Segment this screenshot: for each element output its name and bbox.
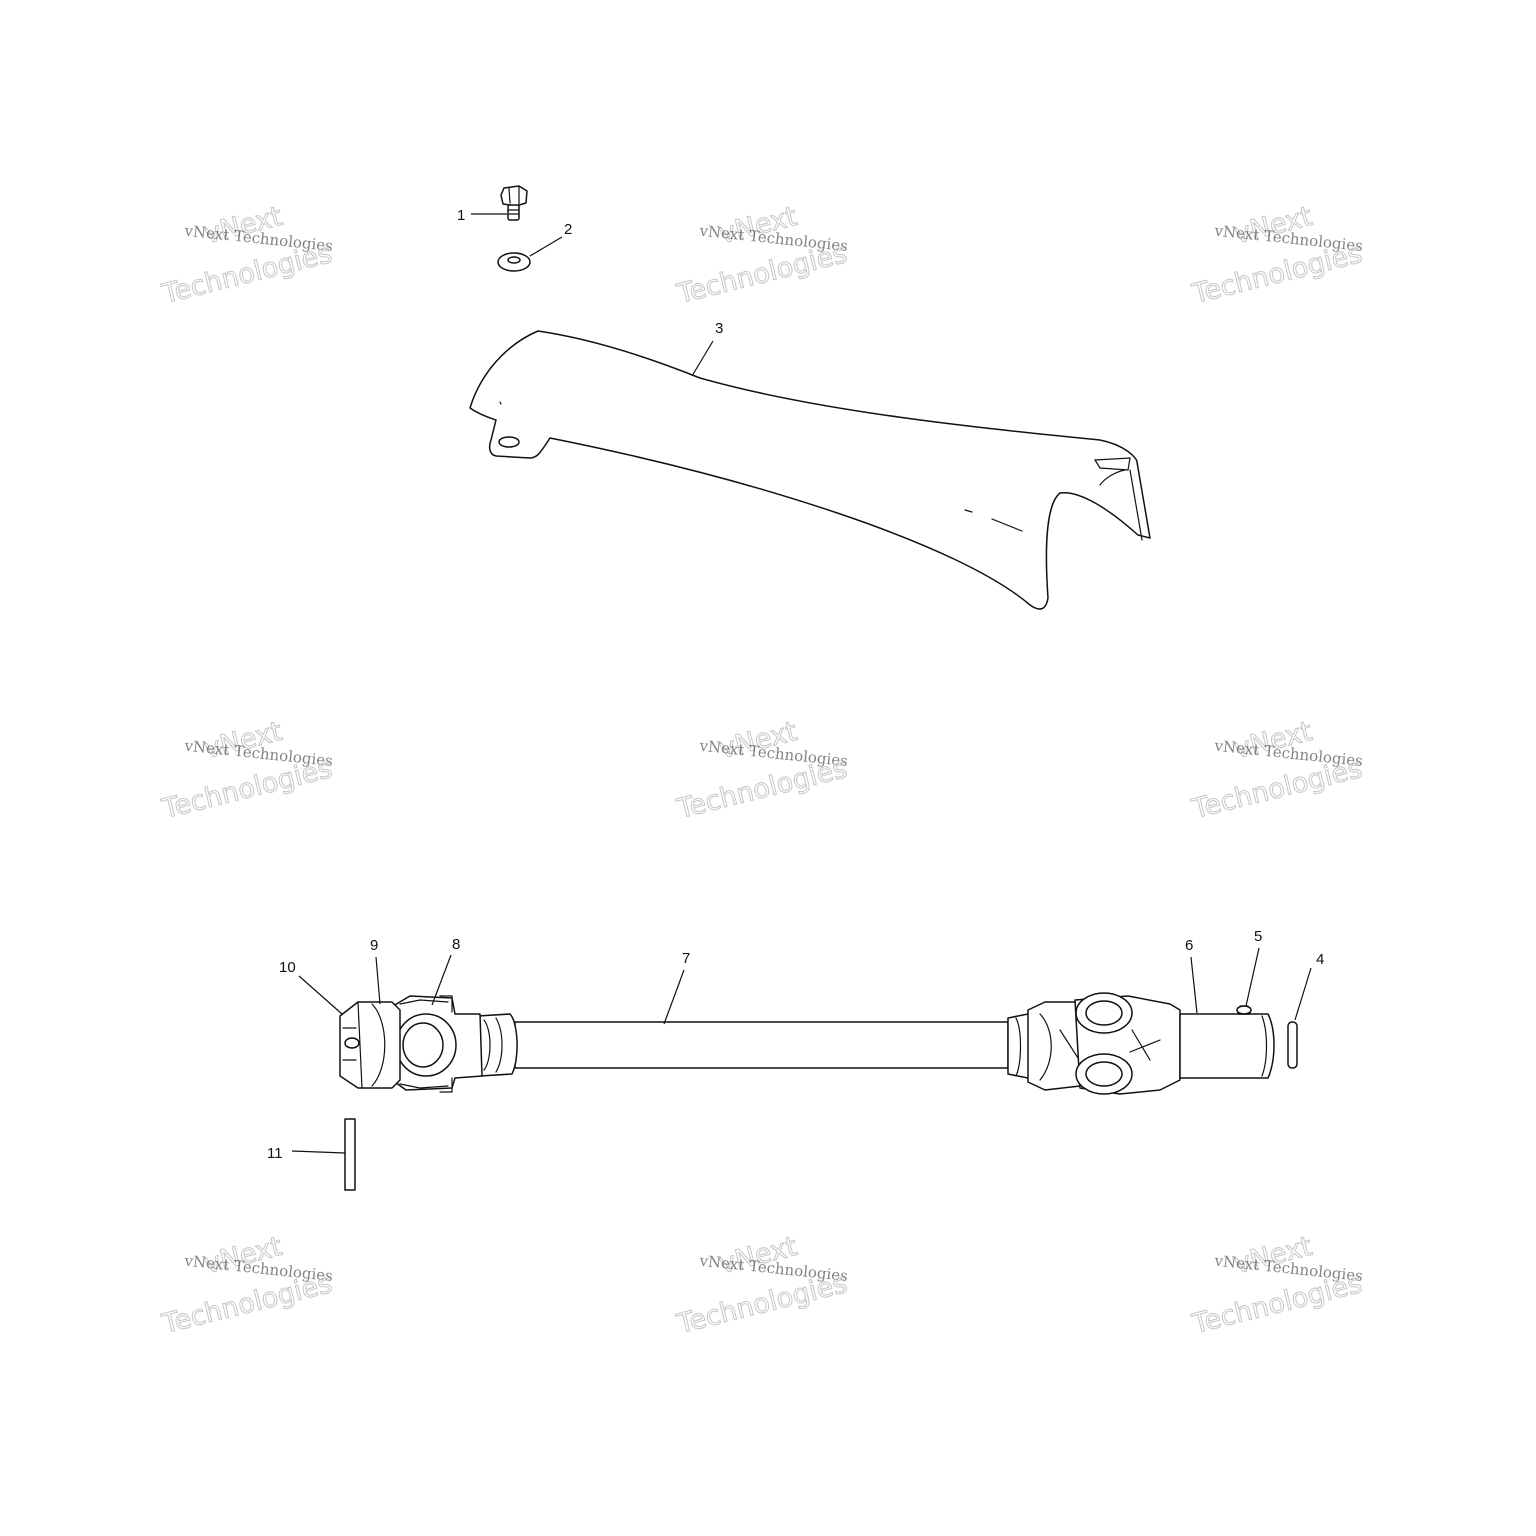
washer-part bbox=[497, 252, 531, 272]
callout-9: 9 bbox=[370, 937, 378, 954]
svg-text:Technologies: Technologies bbox=[158, 1268, 335, 1340]
watermark: vNext vNext Technologies Technologies bbox=[158, 1231, 336, 1341]
svg-text:Technologies: Technologies bbox=[673, 238, 850, 310]
watermark-grid: vNext vNext Technologies Technologies vN… bbox=[158, 201, 1366, 1341]
watermark: vNext vNext Technologies Technologies bbox=[158, 716, 336, 826]
callout-8: 8 bbox=[452, 936, 460, 953]
leader-6 bbox=[1190, 956, 1198, 1014]
watermark: vNext vNext Technologies Technologies bbox=[1188, 201, 1366, 311]
callout-2: 2 bbox=[564, 221, 572, 238]
svg-text:Technologies: Technologies bbox=[1188, 238, 1365, 310]
callout-4: 4 bbox=[1316, 951, 1324, 968]
svg-text:Technologies: Technologies bbox=[1188, 1268, 1365, 1340]
leader-10 bbox=[298, 975, 343, 1015]
leader-2 bbox=[529, 236, 563, 257]
svg-text:Technologies: Technologies bbox=[158, 238, 335, 310]
leader-5 bbox=[1245, 947, 1260, 1007]
watermark: vNext vNext Technologies Technologies bbox=[158, 201, 336, 311]
svg-text:Technologies: Technologies bbox=[158, 753, 335, 825]
leader-11 bbox=[291, 1150, 346, 1154]
watermark: vNext vNext Technologies Technologies bbox=[1188, 1231, 1366, 1341]
leader-4 bbox=[1294, 967, 1312, 1021]
callout-1: 1 bbox=[457, 207, 465, 224]
callout-11: 11 bbox=[267, 1145, 283, 1162]
drive-shaft-part bbox=[339, 992, 1275, 1095]
leader-7 bbox=[663, 969, 685, 1025]
svg-text:Technologies: Technologies bbox=[673, 753, 850, 825]
callout-10: 10 bbox=[279, 959, 296, 976]
leader-9 bbox=[375, 956, 381, 1005]
watermark: vNext vNext Technologies Technologies bbox=[673, 201, 851, 311]
clip-part bbox=[1287, 1021, 1298, 1069]
leader-8 bbox=[431, 954, 452, 1006]
callout-6: 6 bbox=[1185, 937, 1193, 954]
shaft-guard-part bbox=[469, 330, 1151, 610]
watermark: vNext vNext Technologies Technologies bbox=[1188, 716, 1366, 826]
watermark: vNext vNext Technologies Technologies bbox=[673, 1231, 851, 1341]
svg-text:Technologies: Technologies bbox=[1188, 753, 1365, 825]
bolt-part bbox=[500, 185, 528, 221]
callout-3: 3 bbox=[715, 320, 723, 337]
leader-3 bbox=[691, 340, 714, 377]
pin-part bbox=[344, 1118, 356, 1191]
watermark: vNext vNext Technologies Technologies bbox=[673, 716, 851, 826]
callout-7: 7 bbox=[682, 950, 690, 967]
callout-5: 5 bbox=[1254, 928, 1262, 945]
svg-text:Technologies: Technologies bbox=[673, 1268, 850, 1340]
